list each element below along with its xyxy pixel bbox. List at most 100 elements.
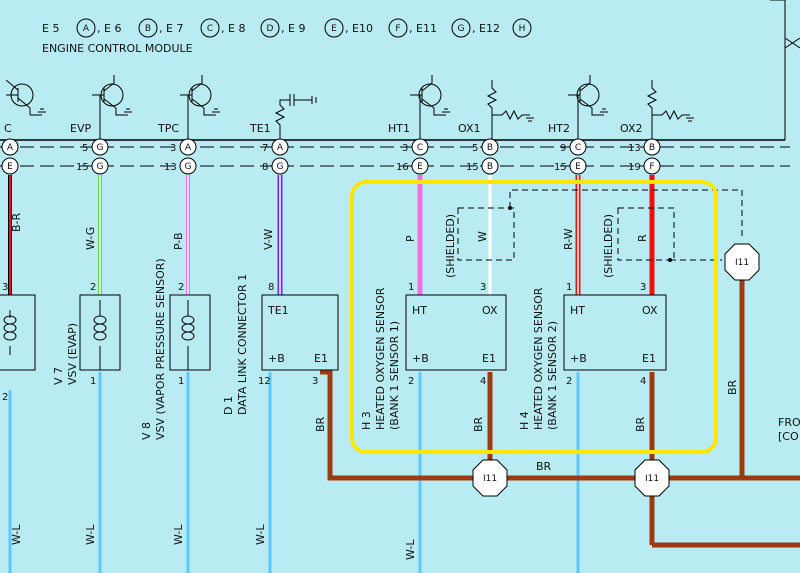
svg-text:B: B xyxy=(487,143,493,153)
svg-text:1: 1 xyxy=(178,376,184,387)
connector-header: E 5 A , E 6 B , E 7 C , E 8 D , E 9 E , … xyxy=(42,18,532,55)
terminal-c: C xyxy=(4,122,12,135)
svg-text:G: G xyxy=(97,143,104,153)
v7-name: VSV (EVAP) xyxy=(66,323,79,385)
svg-text:B-R: B-R xyxy=(10,212,23,232)
svg-text:G: G xyxy=(185,162,192,172)
h3-e1: E1 xyxy=(482,352,496,365)
d1-te1: TE1 xyxy=(267,304,289,317)
capacitor-icon xyxy=(274,94,317,140)
left-partial-component: 3 2 xyxy=(0,282,36,403)
svg-text:E: E xyxy=(7,162,13,172)
svg-text:A: A xyxy=(185,143,192,153)
svg-text:BR: BR xyxy=(634,416,647,432)
svg-text:15: 15 xyxy=(76,162,89,173)
header-circle-d xyxy=(260,18,280,38)
header-circle-f xyxy=(388,18,408,38)
svg-text:BR: BR xyxy=(472,416,485,432)
v7-id: V 7 xyxy=(52,367,65,385)
header-circle-g xyxy=(451,18,471,38)
resistor-icon xyxy=(486,80,534,140)
svg-text:I11: I11 xyxy=(645,474,659,484)
svg-text:E: E xyxy=(575,162,581,172)
d1-id: D 1 xyxy=(222,396,235,415)
h4-name: HEATED OXYGEN SENSOR xyxy=(532,287,545,430)
svg-text:G: G xyxy=(97,162,104,172)
header-letter-d: D xyxy=(267,24,274,34)
component-h4: HT OX +B E1 1 3 2 4 H 4 HEATED OXYGEN SE… xyxy=(518,282,667,430)
svg-text:2: 2 xyxy=(566,376,572,387)
coil-icon xyxy=(181,315,195,341)
highlight-box xyxy=(350,180,718,454)
header-e6: , E 6 xyxy=(97,22,121,35)
svg-text:1: 1 xyxy=(566,282,572,293)
svg-text:I11: I11 xyxy=(735,258,749,268)
header-letter-c: C xyxy=(207,24,213,34)
svg-text:E: E xyxy=(417,162,423,172)
svg-text:3: 3 xyxy=(640,282,646,293)
svg-text:2: 2 xyxy=(2,392,8,403)
svg-text:W-L: W-L xyxy=(404,539,417,560)
svg-text:1: 1 xyxy=(408,282,414,293)
v8-name: VSV (VAPOR PRESSURE SENSOR) xyxy=(154,258,167,440)
component-v8: 2 1 V 8 VSV (VAPOR PRESSURE SENSOR) xyxy=(140,258,211,440)
svg-text:R: R xyxy=(636,234,649,242)
svg-text:19: 19 xyxy=(628,162,641,173)
ecm-frame-edge xyxy=(770,0,786,140)
h4-id: H 4 xyxy=(518,411,531,430)
h4-sub: (BANK 1 SENSOR 2) xyxy=(546,321,559,430)
svg-text:1: 1 xyxy=(90,376,96,387)
terminal-evp: EVP xyxy=(70,122,91,135)
svg-text:4: 4 xyxy=(480,376,486,387)
svg-text:3: 3 xyxy=(2,282,8,293)
svg-text:15: 15 xyxy=(554,162,567,173)
h4-e1: E1 xyxy=(642,352,656,365)
ground-i11-a xyxy=(472,459,508,497)
header-e5: E 5 xyxy=(42,22,59,35)
v8-id: V 8 xyxy=(140,422,153,440)
header-letter-e: E xyxy=(331,24,337,34)
h3-ht: HT xyxy=(412,304,427,317)
header-e9: , E 9 xyxy=(281,22,305,35)
svg-text:3: 3 xyxy=(312,376,318,387)
svg-text:W-L: W-L xyxy=(84,524,97,545)
svg-text:3: 3 xyxy=(170,143,176,154)
shield-h3 xyxy=(457,207,515,261)
component-v7: 2 1 V 7 VSV (EVAP) xyxy=(52,282,121,387)
svg-text:7: 7 xyxy=(262,143,268,154)
module-title: ENGINE CONTROL MODULE xyxy=(42,42,193,55)
svg-text:A: A xyxy=(7,143,14,153)
svg-text:13: 13 xyxy=(628,143,641,154)
svg-text:C: C xyxy=(575,143,581,153)
svg-text:8: 8 xyxy=(268,282,274,293)
shielded-h4: (SHIELDED) xyxy=(602,214,615,278)
ground-i11-c xyxy=(724,243,760,281)
ground-points: I11 I11 I11 xyxy=(472,243,760,497)
header-circle-a xyxy=(76,18,96,38)
terminal-ht2: HT2 xyxy=(548,122,570,135)
header-e8: , E 8 xyxy=(221,22,245,35)
svg-text:15: 15 xyxy=(466,162,479,173)
svg-text:BR: BR xyxy=(536,460,552,473)
resistor-icon xyxy=(646,80,694,140)
svg-text:R-W: R-W xyxy=(562,228,575,250)
wire-dlc-br xyxy=(320,369,800,481)
svg-text:3: 3 xyxy=(402,143,408,154)
header-e12: , E12 xyxy=(472,22,500,35)
terminal-ox1: OX1 xyxy=(458,122,481,135)
svg-text:C: C xyxy=(417,143,423,153)
h4-ox: OX xyxy=(642,304,658,317)
header-e7: , E 7 xyxy=(159,22,183,35)
svg-text:W-L: W-L xyxy=(172,524,185,545)
svg-text:5: 5 xyxy=(82,143,88,154)
component-d1: TE1 +B E1 8 12 3 D 1 DATA LINK CONNECTOR… xyxy=(222,274,339,415)
svg-text:I11: I11 xyxy=(483,474,497,484)
svg-text:V-W: V-W xyxy=(262,229,275,250)
svg-text:P: P xyxy=(404,235,417,242)
header-letter-b: B xyxy=(145,24,151,34)
header-letter-f: F xyxy=(395,24,400,34)
pin-circles: A E G G A G A G C E B B C E B xyxy=(1,138,661,175)
h3-id: H 3 xyxy=(360,411,373,430)
svg-text:B: B xyxy=(487,162,493,172)
